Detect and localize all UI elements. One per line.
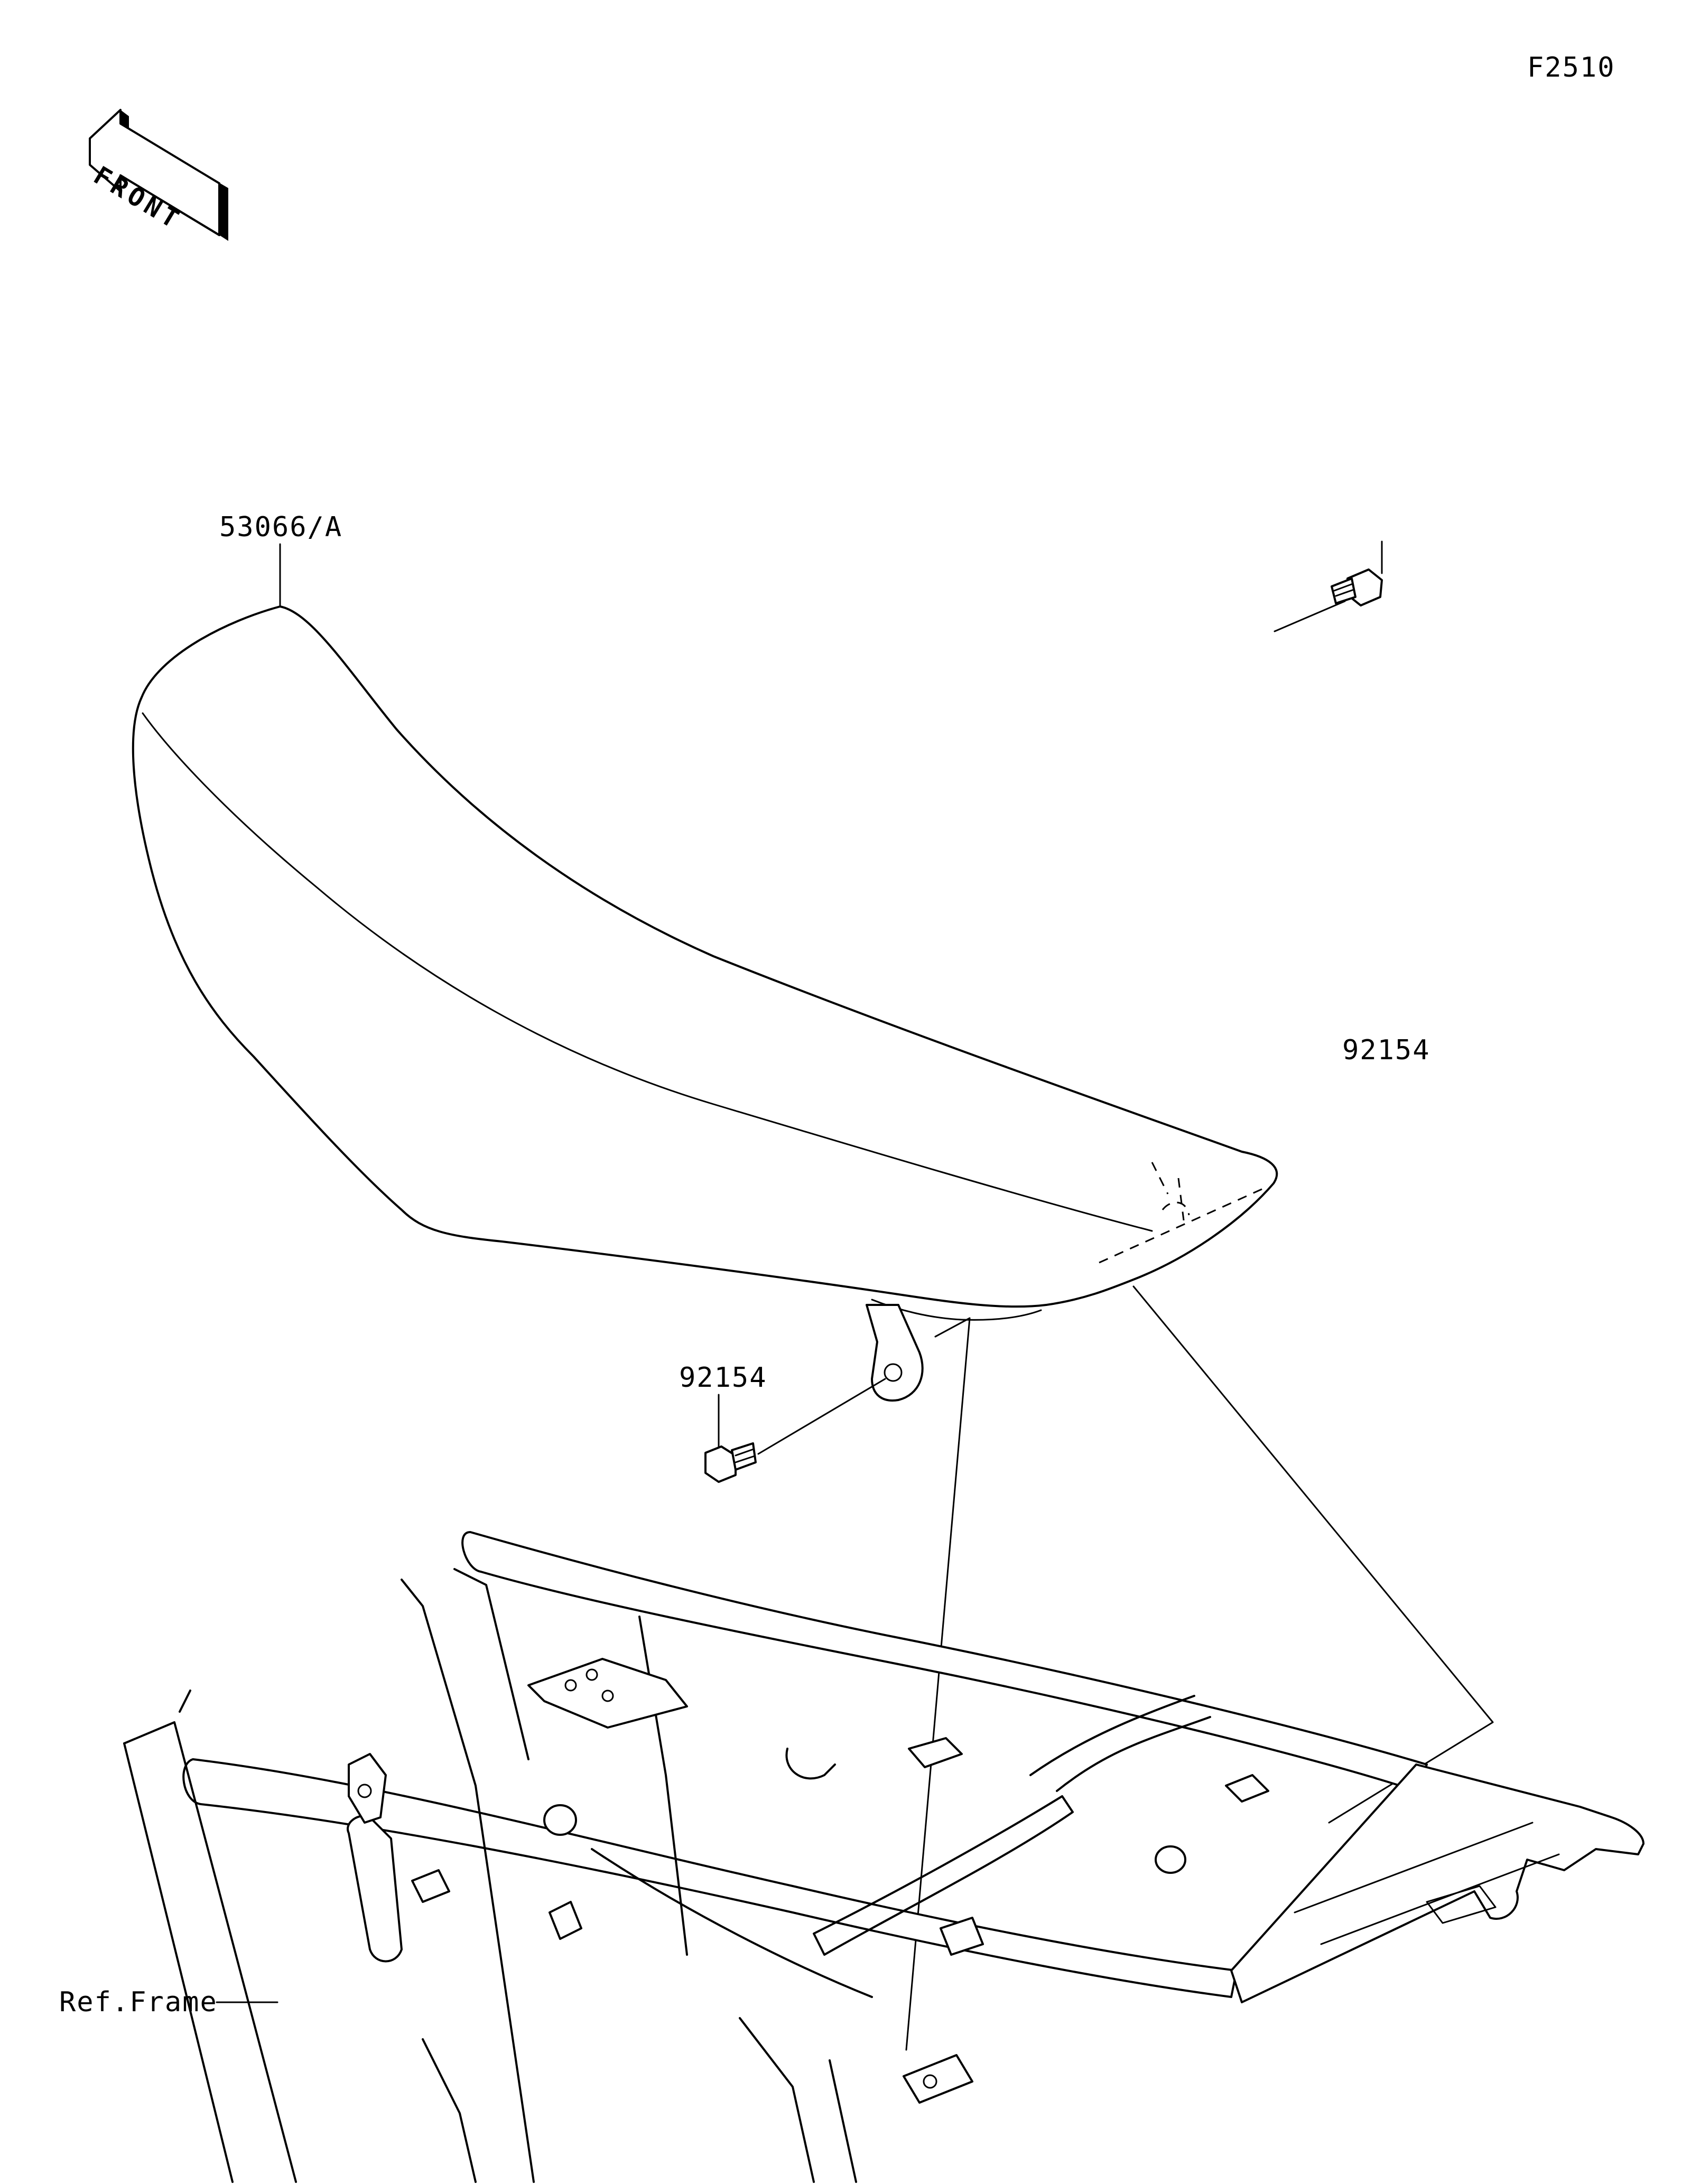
- figure-code: F2510: [1527, 52, 1615, 83]
- callout-bolt-bracket: 92154: [679, 1362, 767, 1394]
- seat-drawing: [132, 605, 1278, 1402]
- front-direction-arrow-icon: [89, 109, 228, 241]
- leader-lines: [216, 540, 1494, 2051]
- callout-seat: 53066/A: [219, 511, 343, 543]
- bolt-bracket-drawing: [704, 1442, 757, 1483]
- frame-drawing: [123, 1531, 1644, 2183]
- callout-ref-frame: Ref.Frame: [59, 1986, 218, 2018]
- bolt-rear-drawing: [1331, 568, 1383, 606]
- callout-bolt-rear: 92154: [1342, 1034, 1430, 1066]
